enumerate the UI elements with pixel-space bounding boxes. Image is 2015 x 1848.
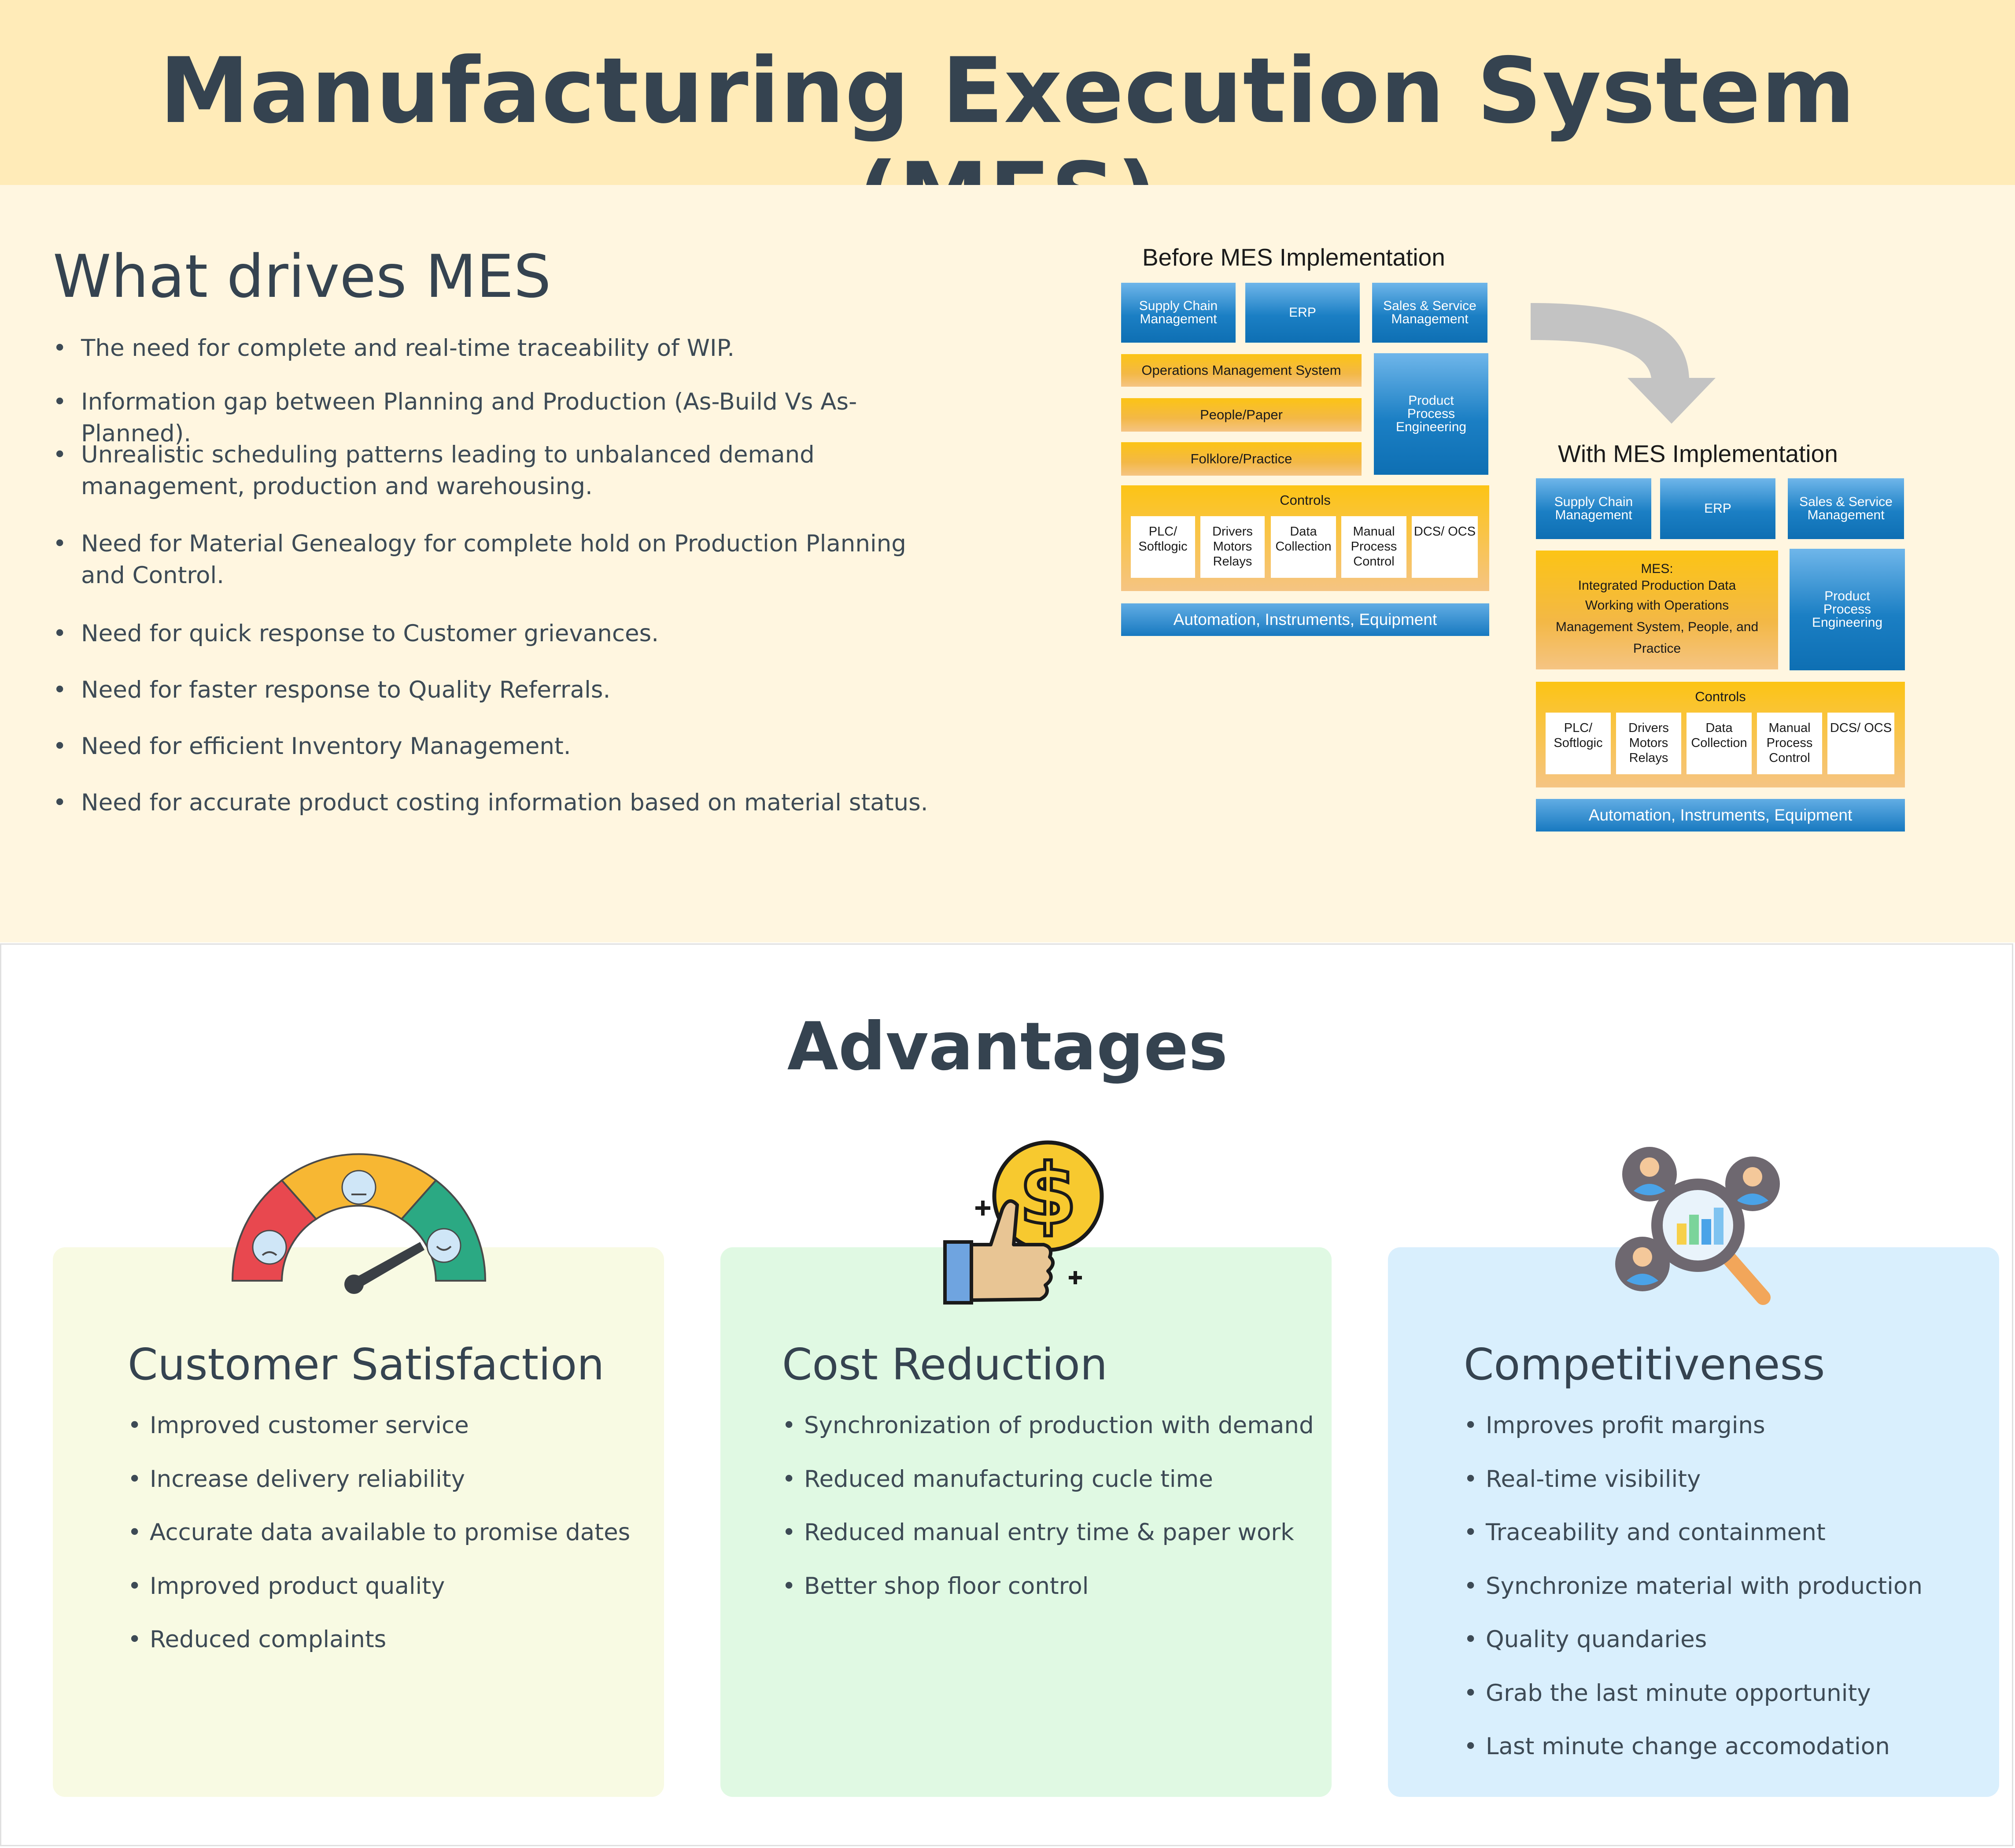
control-cell: DCS/ OCS [1412, 516, 1478, 578]
card-list: Improved customer service Increase deliv… [128, 1410, 630, 1678]
list-item: Need for accurate product costing inform… [53, 787, 957, 819]
list-item: Quality quandaries [1464, 1624, 1923, 1678]
erp-label: ERP [1289, 305, 1316, 320]
list-item: Synchronize material with production [1464, 1571, 1923, 1625]
list-item: Reduced manual entry time & paper work [782, 1517, 1314, 1571]
list-item: Last minute change accomodation [1464, 1731, 1923, 1785]
product-process-label: Product Process Engineering [1812, 589, 1883, 630]
list-item: Need for efficient Inventory Management. [53, 731, 957, 762]
list-item: Unrealistic scheduling patterns leading … [53, 439, 957, 503]
erp-box: ERP [1245, 283, 1360, 343]
card-customer-satisfaction: Customer Satisfaction Improved customer … [53, 1247, 664, 1797]
satisfaction-gauge-icon [231, 1153, 487, 1294]
sales-service-label: Sales & Service Management [1383, 299, 1476, 326]
list-item: The need for complete and real-time trac… [53, 333, 957, 364]
list-item: Real-time visibility [1464, 1464, 1923, 1518]
control-cell: Data Collection [1271, 516, 1336, 578]
mes-line: Practice [1633, 641, 1681, 656]
people-paper-label: People/Paper [1200, 407, 1283, 422]
controls-box: Controls PLC/ Softlogic Drivers Motors R… [1121, 485, 1489, 591]
product-process-label: Product Process Engineering [1395, 393, 1467, 434]
list-item: Improved product quality [128, 1571, 630, 1625]
supply-chain-label: Supply Chain Management [1139, 299, 1218, 326]
list-item: Information gap between Planning and Pro… [53, 386, 957, 450]
list-item: Need for Material Genealogy for complete… [53, 528, 957, 591]
automation-bar: Automation, Instruments, Equipment [1121, 603, 1489, 636]
product-process-box: Product Process Engineering [1790, 549, 1905, 670]
list-item: Reduced complaints [128, 1624, 630, 1678]
sales-service-label: Sales & Service Management [1799, 495, 1893, 522]
header-banner: Manufacturing Execution System (MES) [0, 0, 2015, 248]
control-cell: PLC/ Softlogic [1131, 516, 1195, 578]
list-item: Better shop floor control [782, 1571, 1314, 1625]
card-competitiveness: Competitiveness Improves profit margins … [1388, 1247, 1999, 1797]
svg-text:$: $ [1019, 1146, 1077, 1243]
mes-line: MES: [1641, 561, 1673, 576]
list-item: Increase delivery reliability [128, 1464, 630, 1518]
automation-label: Automation, Instruments, Equipment [1173, 610, 1437, 628]
list-item: Traceability and containment [1464, 1517, 1923, 1571]
sales-service-box: Sales & Service Management [1372, 283, 1487, 343]
operations-box: Operations Management System [1121, 354, 1362, 387]
product-process-box: Product Process Engineering [1374, 353, 1488, 475]
before-title: Before MES Implementation [1142, 244, 1445, 271]
controls-label: Controls [1695, 689, 1746, 704]
control-cell: Data Collection [1687, 713, 1752, 774]
list-item: Improved customer service [128, 1410, 630, 1464]
folklore-box: Folklore/Practice [1121, 442, 1362, 476]
list-item: Need for faster response to Quality Refe… [53, 674, 957, 706]
transition-arrow-icon [1531, 303, 1716, 424]
list-item: Synchronization of production with deman… [782, 1410, 1314, 1464]
mes-line: Working with Operations [1585, 598, 1729, 613]
sales-service-box: Sales & Service Management [1788, 478, 1904, 539]
card-title: Cost Reduction [782, 1340, 1107, 1390]
card-cost-reduction: Cost Reduction Synchronization of produc… [720, 1247, 1332, 1797]
controls-box: Controls PLC/ Softlogic Drivers Motors R… [1536, 682, 1905, 787]
list-item: Grab the last minute opportunity [1464, 1678, 1923, 1732]
drivers-heading: What drives MES [53, 242, 551, 311]
supply-chain-box: Supply Chain Management [1536, 478, 1651, 539]
mes-integrated-box: MES: Integrated Production Data Working … [1536, 551, 1778, 669]
control-cell: Drivers Motors Relays [1616, 713, 1681, 774]
control-cell: Drivers Motors Relays [1200, 516, 1265, 578]
card-title: Competitiveness [1464, 1340, 1825, 1390]
list-item: Reduced manufacturing cucle time [782, 1464, 1314, 1518]
automation-label: Automation, Instruments, Equipment [1588, 806, 1853, 824]
erp-label: ERP [1704, 501, 1731, 516]
card-list: Synchronization of production with deman… [782, 1410, 1314, 1624]
card-title: Customer Satisfaction [128, 1340, 605, 1390]
folklore-label: Folklore/Practice [1190, 451, 1292, 466]
control-cell: DCS/ OCS [1827, 713, 1894, 774]
after-title: With MES Implementation [1558, 440, 1838, 467]
controls-label: Controls [1280, 492, 1331, 508]
thumbs-up-dollar-icon: $ [943, 1140, 1104, 1305]
list-item: Accurate data available to promise dates [128, 1517, 630, 1571]
control-cell: Manual Process Control [1757, 713, 1822, 774]
mes-line: Management System, People, and [1555, 619, 1759, 634]
erp-box: ERP [1660, 478, 1775, 539]
list-item: Improves profit margins [1464, 1410, 1923, 1464]
automation-bar: Automation, Instruments, Equipment [1536, 799, 1905, 832]
card-list: Improves profit margins Real-time visibi… [1464, 1410, 1923, 1785]
mes-line: Integrated Production Data [1578, 578, 1736, 593]
analytics-people-icon [1615, 1147, 1780, 1305]
people-paper-box: People/Paper [1121, 398, 1362, 432]
list-item: Need for quick response to Customer grie… [53, 618, 957, 650]
operations-label: Operations Management System [1141, 362, 1341, 378]
supply-chain-label: Supply Chain Management [1554, 495, 1633, 522]
control-cell: Manual Process Control [1341, 516, 1406, 578]
supply-chain-box: Supply Chain Management [1121, 283, 1236, 343]
control-cell: PLC/ Softlogic [1546, 713, 1611, 774]
advantages-title: Advantages [787, 1009, 1228, 1085]
